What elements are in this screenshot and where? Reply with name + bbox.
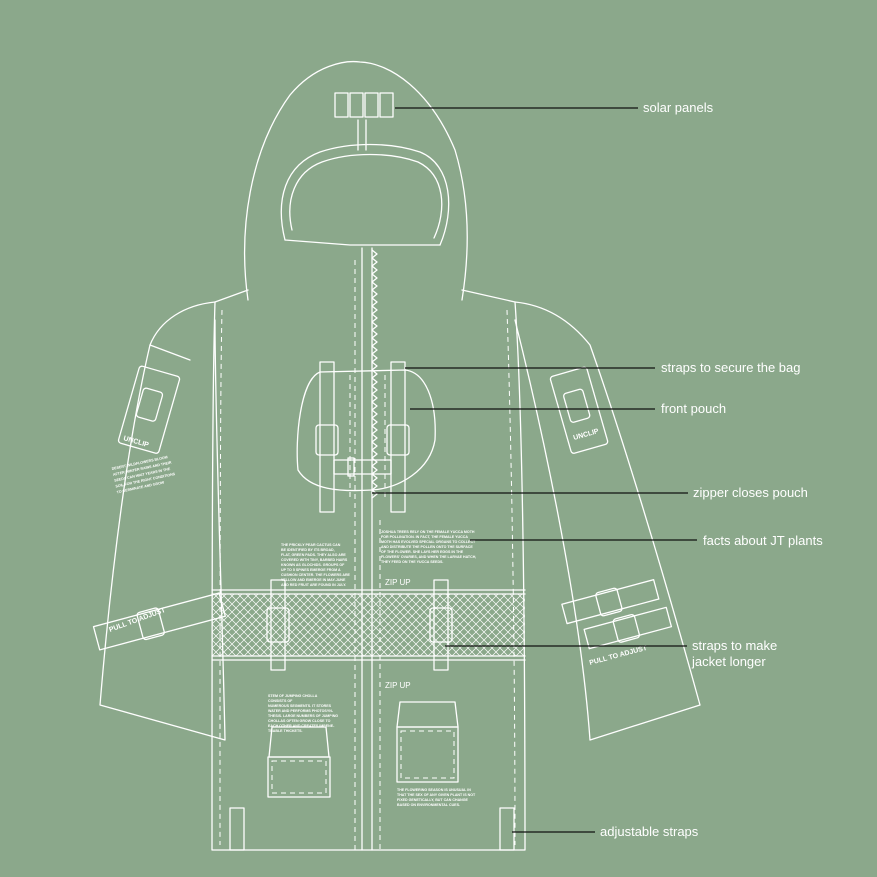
buckle-icon [266, 607, 290, 643]
label-straps-longer-line2: jacket longer [691, 654, 766, 669]
adjustable-hem-straps[interactable] [229, 807, 515, 851]
buckle-icon [429, 607, 453, 643]
svg-text:THE PRICKLY PEAR CACTUS CAN: THE PRICKLY PEAR CACTUS CAN [281, 543, 341, 547]
svg-text:FLOWERS' OVARIES, AND WHEN THE: FLOWERS' OVARIES, AND WHEN THE LARVAE HA… [381, 555, 476, 559]
body-extension-straps[interactable] [266, 579, 453, 671]
solar-panels [334, 92, 394, 118]
svg-text:THAT THE SEX OF ANY GIVEN PLAN: THAT THE SEX OF ANY GIVEN PLANT IS NOT [397, 793, 476, 797]
fact-flowering: THE FLOWERING SEASON IS UNUSUAL IN THAT … [397, 788, 476, 807]
buckle-icon [612, 613, 641, 643]
svg-text:BE IDENTIFIED BY ITS BROAD,: BE IDENTIFIED BY ITS BROAD, [281, 548, 335, 552]
svg-text:AND DISTRIBUTE THE POLLEN ONTO: AND DISTRIBUTE THE POLLEN ONTO THE SURFA… [381, 545, 473, 549]
svg-text:YELLOW AND EMERGE IN MAY-JUNE: YELLOW AND EMERGE IN MAY-JUNE [281, 578, 346, 582]
label-zipper-closes: zipper closes pouch [693, 485, 808, 500]
pouch-strap-right [390, 361, 406, 513]
svg-text:OF THE FLOWER. SHE LAYS HER EG: OF THE FLOWER. SHE LAYS HER EGGS IN THE [381, 550, 464, 554]
svg-text:WATER AND PERFORMS PHOTOSYN-: WATER AND PERFORMS PHOTOSYN- [268, 709, 334, 713]
zip-up-tag: ZIP UP [385, 578, 411, 587]
fact-joshua-tree: JOSHUA TREES RELY ON THE FEMALE YUCCA MO… [381, 530, 476, 564]
svg-text:CHOLLAS OFTEN GROW CLOSE TO: CHOLLAS OFTEN GROW CLOSE TO [268, 719, 331, 723]
label-front-pouch: front pouch [661, 401, 726, 416]
unclip-tag: UNCLIP [573, 428, 600, 442]
svg-text:JOSHUA TREES RELY ON THE FEMAL: JOSHUA TREES RELY ON THE FEMALE YUCCA MO… [381, 530, 475, 534]
front-pouch[interactable] [296, 361, 436, 513]
left-sleeve [92, 301, 226, 741]
svg-text:AND RED FRUIT ARE FOUND IN JUL: AND RED FRUIT ARE FOUND IN JULY. [281, 583, 346, 587]
svg-text:THEY FEED ON THE YUCCA SEEDS.: THEY FEED ON THE YUCCA SEEDS. [381, 560, 443, 564]
pull-to-adjust-tag: PULL TO ADJUST [589, 645, 649, 667]
buckle-icon [135, 387, 164, 422]
svg-text:KNOWN AS GLOCHIDS. GROUPS OF: KNOWN AS GLOCHIDS. GROUPS OF [281, 563, 345, 567]
svg-text:THESIS. LARGE NUMBERS OF JUMPI: THESIS. LARGE NUMBERS OF JUMPING [268, 714, 338, 718]
svg-text:UP TO 5 SPINES EMERGE FROM A: UP TO 5 SPINES EMERGE FROM A [281, 568, 341, 572]
jacket-body [211, 289, 526, 851]
svg-text:FIXED GENETICALLY, BUT CAN CHA: FIXED GENETICALLY, BUT CAN CHANGE [397, 798, 469, 802]
svg-text:TRABLE THICKETS.: TRABLE THICKETS. [268, 729, 303, 733]
svg-text:NUMEROUS SEGMENTS. IT STORES: NUMEROUS SEGMENTS. IT STORES [268, 704, 332, 708]
svg-text:CUSHION CENTER. THE FLOWERS AR: CUSHION CENTER. THE FLOWERS ARE [281, 573, 351, 577]
callouts: solar panels straps to secure the bag fr… [372, 100, 823, 839]
svg-text:EACH OTHER AND CREATES IMPENE-: EACH OTHER AND CREATES IMPENE- [268, 724, 335, 728]
svg-text:BASED ON ENVIRONMENTAL CUES.: BASED ON ENVIRONMENTAL CUES. [397, 803, 460, 807]
buckle-icon [136, 607, 165, 641]
buckle-icon [315, 424, 339, 456]
label-straps-longer: straps to make [692, 638, 777, 653]
buckle-icon [386, 424, 410, 456]
mesh-panel [212, 594, 525, 656]
svg-text:THE FLOWERING SEASON IS UNUSUA: THE FLOWERING SEASON IS UNUSUAL IN [397, 788, 471, 792]
fact-sleeve: DESERT WILDFLOWERS BLOOM AFTER WINTER RA… [111, 455, 176, 494]
svg-text:FLAT, GREEN PADS. THEY ALSO AR: FLAT, GREEN PADS. THEY ALSO ARE [281, 553, 346, 557]
buckle-icon [595, 587, 623, 617]
zip-up-tag: ZIP UP [385, 681, 411, 690]
label-straps-secure: straps to secure the bag [661, 360, 800, 375]
buckle-icon [563, 388, 591, 423]
hood [244, 60, 468, 301]
pouch-strap-left [319, 361, 335, 513]
zipper[interactable] [354, 247, 381, 851]
fact-jumping-cholla: STEM OF JUMPING CHOLLA CONSISTS OF NUMER… [268, 694, 338, 733]
label-solar-panels: solar panels [643, 100, 714, 115]
pouch-zip-closure [333, 459, 392, 475]
bottom-pockets[interactable] [267, 701, 459, 798]
fact-prickly-pear: THE PRICKLY PEAR CACTUS CAN BE IDENTIFIE… [281, 543, 351, 587]
svg-text:MOTH HAS EVOLVED SPECIAL ORGAN: MOTH HAS EVOLVED SPECIAL ORGANS TO COLLE… [381, 540, 476, 544]
svg-text:FOR POLLINATION. IN FACT, THE: FOR POLLINATION. IN FACT, THE FEMALE YUC… [381, 535, 468, 539]
svg-text:COVERED WITH TINY, BARBED HAIR: COVERED WITH TINY, BARBED HAIRS [281, 558, 348, 562]
label-facts: facts about JT plants [703, 533, 823, 548]
svg-text:CONSISTS OF: CONSISTS OF [268, 699, 293, 703]
label-adjustable-straps: adjustable straps [600, 824, 699, 839]
svg-text:STEM OF JUMPING CHOLLA: STEM OF JUMPING CHOLLA [268, 694, 318, 698]
